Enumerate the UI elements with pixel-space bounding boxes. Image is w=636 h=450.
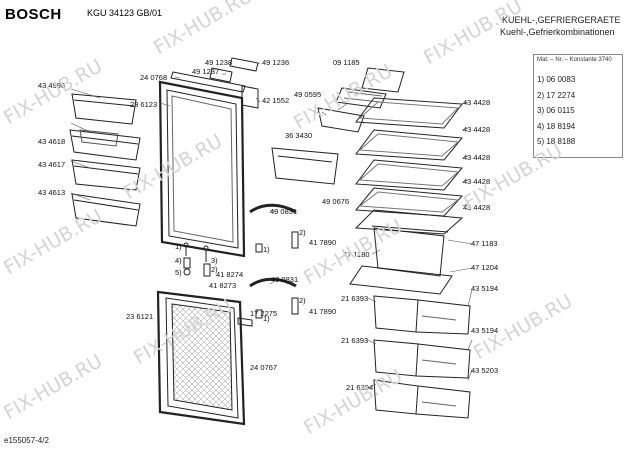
part-label: 23 6123	[130, 100, 158, 109]
dairy-cover	[317, 107, 365, 133]
marker-label: 3)	[211, 256, 218, 265]
part-label: 43 4618	[38, 137, 66, 146]
part-label: 23 6121	[126, 312, 154, 321]
marker-label: 4)	[175, 256, 182, 265]
part-label: 43 4428	[463, 153, 491, 162]
part-label: 43 5194	[471, 284, 499, 293]
part-label: 49 0831	[270, 207, 298, 216]
model-number: KGU 34123 GB/01	[87, 8, 163, 18]
door-bins	[69, 93, 141, 227]
part-label: 41 8274	[216, 270, 244, 279]
part-label: 43 4617	[38, 160, 66, 169]
door-top-cap	[170, 71, 246, 93]
part-label: 49 1238	[205, 58, 233, 67]
marker-label: 1)	[175, 242, 182, 251]
legend-item: 2) 17 2274	[537, 91, 576, 100]
part-label: 21 6393	[341, 294, 369, 303]
part-label: 49 1237	[192, 67, 220, 76]
part-label: 43 4428	[463, 177, 491, 186]
lower-door	[156, 290, 253, 426]
part-label: 43 4428	[463, 203, 491, 212]
brand-logo: BOSCH	[5, 6, 62, 23]
part-label: 36 3430	[285, 131, 313, 140]
part-label: 41 7890	[309, 238, 337, 247]
legend-header: Mat. – Nr. – Konstante 3740	[537, 57, 612, 63]
part-label: 49 0831	[271, 275, 299, 284]
part-label: 49 1236	[262, 58, 290, 67]
part-label: 43 4998	[38, 81, 66, 90]
chiller-drawer	[271, 147, 339, 185]
part-label: 41 8273	[209, 281, 237, 290]
egg-tray	[335, 67, 405, 109]
part-label: 21 6393	[341, 336, 369, 345]
hinge-pins	[183, 231, 299, 319]
part-label: 24 0767	[250, 363, 278, 372]
part-label: 43 4613	[38, 188, 66, 197]
part-label: 47 1204	[471, 263, 499, 272]
small-clip	[209, 67, 233, 83]
marker-label: 1)	[263, 245, 270, 254]
marker-label: 5)	[175, 268, 182, 277]
upper-door	[158, 80, 246, 258]
part-label: 47 1180	[343, 250, 370, 259]
part-label: 47 1183	[471, 239, 498, 248]
top-bracket	[229, 57, 259, 72]
marker-label: 2)	[299, 296, 306, 305]
crisper-cover	[349, 265, 453, 295]
legend-item: 1) 06 0083	[537, 75, 576, 84]
part-label: 49 0676	[322, 197, 350, 206]
handle-upper	[249, 203, 297, 214]
part-label: 24 0768	[140, 73, 168, 82]
freezer-drawers	[373, 295, 471, 419]
constant-legend: Mat. – Nr. – Konstante 3740 1) 06 0083 2…	[533, 54, 623, 158]
part-label: 09 1185	[333, 58, 360, 67]
marker-label: 1)	[263, 314, 270, 323]
handle-lower	[249, 277, 297, 288]
marker-label: 2)	[299, 228, 306, 237]
category-subtitle: Kuehl-,Gefrierkombinationen	[500, 27, 615, 37]
category-title: KUEHL-,GEFRIERGERAETE	[502, 15, 621, 25]
part-label: 43 4428	[463, 125, 491, 134]
part-label: 49 0595	[294, 90, 322, 99]
legend-item: 5) 18 8188	[537, 137, 576, 146]
marker-label: 2)	[211, 265, 218, 274]
drawing-code: e155057-4/2	[4, 436, 49, 445]
glass-shelves	[354, 97, 464, 235]
part-label: 42 1552	[262, 96, 290, 105]
part-label: 21 6394	[346, 383, 374, 392]
part-label: 43 5203	[471, 366, 499, 375]
part-label: 41 7890	[309, 307, 337, 316]
part-label: 17 2275	[250, 309, 278, 318]
part-label: 43 5194	[471, 326, 499, 335]
legend-item: 4) 18 8194	[537, 122, 576, 131]
part-label: 43 4428	[463, 98, 491, 107]
legend-item: 3) 06 0115	[537, 106, 575, 115]
door-hinge-part	[241, 85, 259, 109]
crisper-box	[373, 227, 445, 277]
